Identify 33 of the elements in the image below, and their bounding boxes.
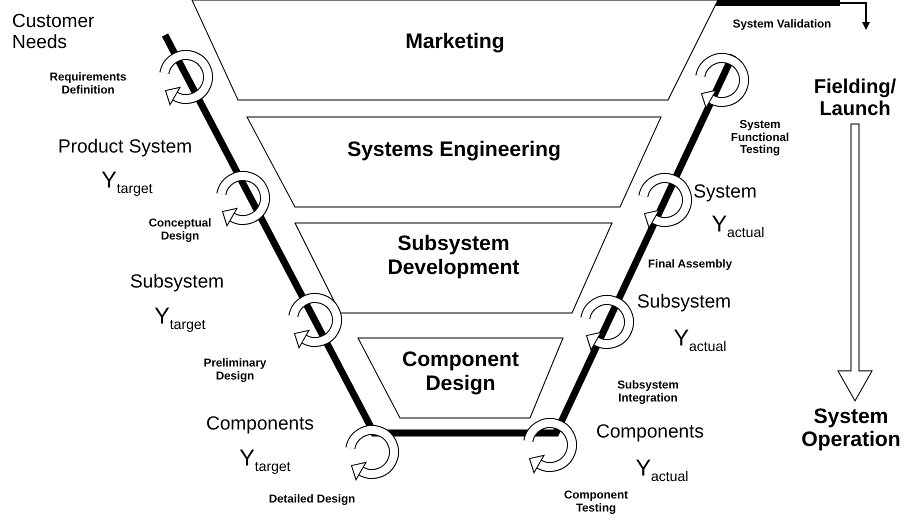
band-title: Systems Engineering [347, 138, 561, 162]
activity-label: Requirements Definition [48, 71, 128, 97]
activity-label: System Functional Testing [730, 119, 790, 157]
trapezoid-band [247, 117, 661, 207]
target-symbol: Y$_{target}$ [239, 446, 291, 474]
trapezoid-band [192, 0, 718, 100]
activity-label: Conceptual Design [148, 217, 212, 243]
actual-symbol: Y$_{actual}$ [674, 326, 726, 354]
band-title: Marketing [405, 30, 505, 54]
activity-label: Component Testing [563, 489, 629, 515]
actual-symbol: Y$_{actual}$ [636, 456, 688, 484]
band-title: Component Design [401, 348, 520, 396]
activity-label: Preliminary Design [202, 357, 268, 383]
target-symbol: Y$_{target}$ [154, 304, 206, 332]
milestone-label: Product System [58, 138, 192, 158]
activity-label: System Validation [732, 18, 832, 32]
activity-label: Final Assembly [647, 258, 733, 272]
milestone-label: Components [596, 422, 704, 444]
block-arrow [837, 124, 873, 402]
trapezoid-band [358, 338, 563, 418]
milestone-label: Components [206, 414, 314, 436]
activity-label: Detailed Design [268, 494, 356, 506]
band-title: Subsystem Development [386, 232, 520, 280]
milestone-label: System [693, 182, 757, 204]
milestone-label: Subsystem [637, 292, 731, 314]
actual-symbol: Y$_{actual}$ [712, 212, 764, 240]
phase-label: System Operation [799, 404, 903, 452]
target-symbol: Y$_{target}$ [101, 168, 153, 196]
trapezoid-band [295, 223, 612, 313]
milestone-label: Customer Needs [12, 12, 96, 54]
milestone-label: Subsystem [130, 272, 224, 294]
activity-label: Subsystem Integration [616, 379, 680, 405]
phase-label: Fielding/ Launch [803, 76, 904, 120]
